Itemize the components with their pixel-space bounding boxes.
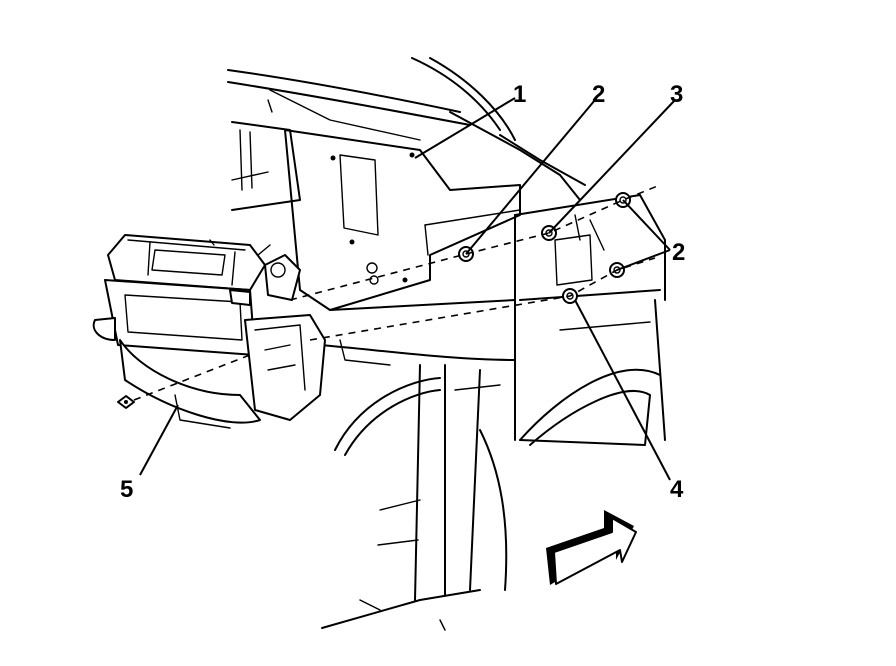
front-direction-arrow-icon	[546, 510, 637, 585]
callout-5: 5	[120, 476, 133, 503]
hvac-module	[92, 234, 326, 429]
callout-3: 3	[670, 81, 683, 108]
vehicle-body	[227, 57, 666, 631]
leader-lines	[139, 97, 676, 481]
callout-4: 4	[670, 476, 684, 503]
callout-labels: 1 2 3 2 4 5	[120, 81, 685, 503]
callout-1: 1	[513, 81, 526, 108]
installation-lines	[133, 184, 661, 401]
callout-2-right: 2	[672, 239, 685, 266]
callout-2-top: 2	[592, 81, 605, 108]
